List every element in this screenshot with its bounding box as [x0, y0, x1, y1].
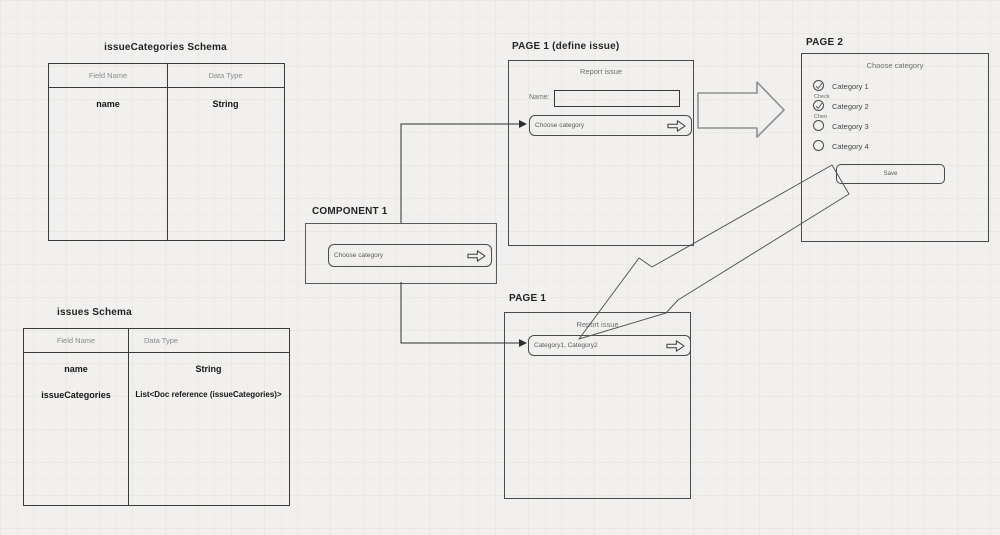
connector-arrowhead-icon: [519, 339, 527, 347]
check-icon: [815, 82, 823, 90]
connector-component1-to-page1-define-dropdown[interactable]: [400, 123, 519, 223]
page1-result-frame[interactable]: Report issue Category1, Category2: [504, 312, 691, 499]
table-header-row: Field Name Data Type: [49, 64, 284, 88]
radio-label: Category 3: [832, 122, 869, 131]
page1-define-choose-category-dropdown[interactable]: Choose category: [529, 115, 692, 136]
page2-frame[interactable]: Choose category Check Category 1 Chen Ca…: [801, 53, 989, 242]
dropdown-value: Category1, Category2: [534, 342, 598, 349]
dropdown-value: Choose category: [334, 252, 384, 259]
radio-label: Category 2: [832, 102, 869, 111]
table-header-row: Field Name Data Type: [24, 329, 289, 353]
table-row: name String: [24, 364, 289, 374]
table-header-data-type: Data Type: [208, 71, 243, 80]
radio-row-category-1: Check Category 1: [813, 80, 869, 100]
cell-data-type: String: [212, 99, 239, 109]
save-button[interactable]: Save: [836, 164, 945, 184]
block-arrow-page1-to-page2[interactable]: [697, 81, 785, 138]
component1-choose-category-dropdown[interactable]: Choose category: [328, 244, 492, 267]
check-icon: [815, 102, 823, 110]
name-input[interactable]: [554, 90, 680, 107]
page1-result-category-dropdown[interactable]: Category1, Category2: [528, 335, 691, 356]
radio-category-2[interactable]: Chen: [813, 100, 827, 120]
radio-category-3[interactable]: [813, 120, 824, 131]
connector-component1-to-page1-result-dropdown[interactable]: [400, 282, 519, 344]
cell-field-name: name: [64, 364, 88, 374]
radio-row-category-2: Chen Category 2: [813, 100, 869, 120]
radio-note: Check: [814, 94, 830, 100]
radio-label: Category 4: [832, 142, 869, 151]
radio-category-1[interactable]: Check: [813, 80, 830, 100]
page1-define-frame[interactable]: Report issue Name: Choose category: [508, 60, 694, 246]
table-row: issueCategories List<Doc reference (issu…: [24, 390, 289, 400]
page-title: Report issue: [579, 67, 623, 76]
cell-field-name: issueCategories: [41, 390, 111, 400]
component1-label: COMPONENT 1: [312, 206, 388, 217]
dropdown-arrow-icon: [667, 119, 686, 132]
issuecategories-schema-title: issueCategories Schema: [104, 42, 227, 53]
arrow-save-to-page1-result-dropdown[interactable]: [578, 164, 850, 340]
radio-label: Category 1: [832, 82, 869, 91]
cell-data-type: List<Doc reference (issueCategories)>: [135, 390, 282, 399]
dropdown-arrow-icon: [666, 339, 685, 352]
connector-arrowhead-icon: [519, 120, 527, 128]
dropdown-value: Choose category: [535, 122, 585, 129]
page1-define-label: PAGE 1 (define issue): [512, 41, 620, 52]
page-title: Choose category: [866, 61, 924, 70]
table-header-data-type: Data Type: [144, 336, 179, 345]
table-header-field-name: Field Name: [88, 71, 128, 80]
page-title: Report issue: [576, 320, 619, 329]
table-column-divider: [128, 329, 129, 505]
table-column-divider: [167, 64, 168, 240]
page2-label: PAGE 2: [806, 37, 844, 48]
issues-schema-table[interactable]: Field Name Data Type name String issueCa…: [23, 328, 290, 506]
cell-data-type: String: [195, 364, 222, 374]
issuecategories-schema-table[interactable]: Field Name Data Type name String: [48, 63, 285, 241]
name-input-label: Name:: [529, 94, 550, 101]
radio-row-category-3: Category 3: [813, 120, 869, 140]
save-button-label: Save: [883, 171, 898, 177]
issues-schema-title: issues Schema: [57, 307, 132, 318]
cell-field-name: name: [96, 99, 120, 109]
component1-frame[interactable]: Choose category: [305, 223, 497, 284]
radio-row-category-4: Category 4: [813, 140, 869, 160]
table-row: name String: [49, 99, 284, 109]
page1-result-label: PAGE 1: [509, 293, 547, 304]
radio-note: Chen: [814, 114, 828, 120]
radio-category-4[interactable]: [813, 140, 824, 151]
dropdown-arrow-icon: [467, 249, 486, 262]
table-header-field-name: Field Name: [56, 336, 96, 345]
